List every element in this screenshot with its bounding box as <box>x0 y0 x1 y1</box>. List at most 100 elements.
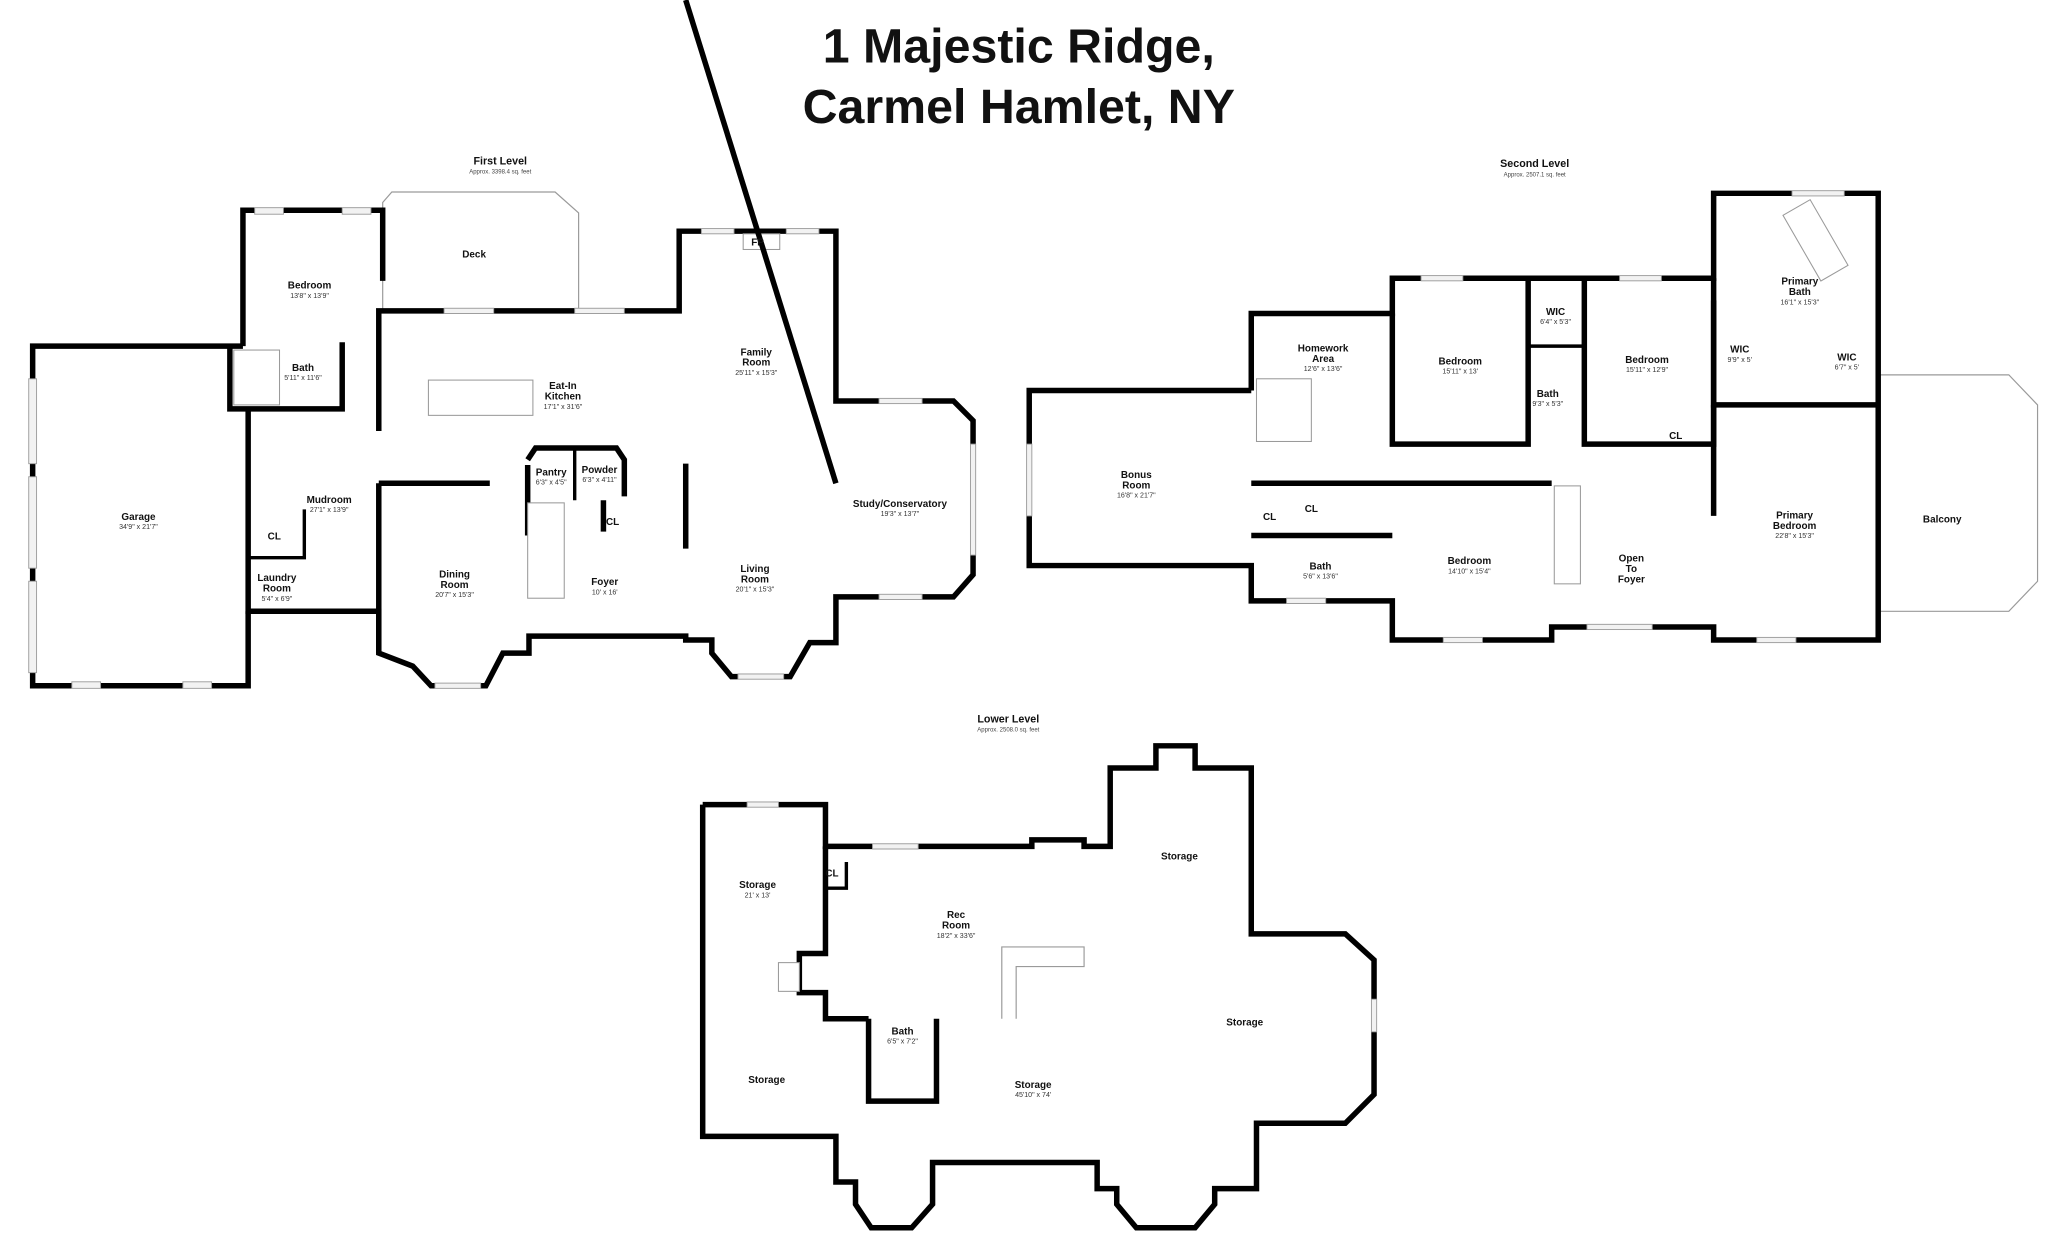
stairs <box>777 962 800 992</box>
living-wall <box>683 0 839 485</box>
bar-counter <box>1001 946 1085 1019</box>
level-area: Approx. 3398.4 sq. feet <box>469 170 531 176</box>
room-name: Room <box>263 584 291 595</box>
level-title: Second Level <box>1500 158 1569 170</box>
room-dimensions: 9'9" x 5' <box>1728 357 1752 364</box>
room-name: WIC <box>1546 307 1565 318</box>
room-name: Room <box>440 580 468 591</box>
window <box>28 378 38 465</box>
lower-bath-walls <box>865 1018 940 1104</box>
room-dimensions: 5'4" x 6'9" <box>261 596 292 603</box>
room-name: Living <box>740 564 769 575</box>
first-level-plan <box>28 0 977 689</box>
room-name: Open <box>1619 554 1644 565</box>
room-dimensions: 6'5" x 7'2" <box>887 1039 918 1046</box>
room-name: Rec <box>947 910 966 921</box>
kitchen-island <box>427 379 534 416</box>
level-title: Lower Level <box>977 713 1039 725</box>
room-name: Room <box>942 921 970 932</box>
room-name: Bedroom <box>1448 556 1492 567</box>
room-dimensions: 27'1" x 13'9" <box>310 507 349 514</box>
room-dimensions: 5'6" x 13'6" <box>1303 574 1338 581</box>
window <box>785 228 820 235</box>
stairs <box>1255 378 1312 443</box>
room-dimensions: 17'1" x 31'6" <box>544 404 583 411</box>
room-dimensions: 18'2" x 33'6" <box>937 933 976 940</box>
bath-walls <box>227 342 345 412</box>
room-dimensions: 6'3" x 4'11" <box>582 477 617 484</box>
room-dimensions: 15'11" x 12'9" <box>1626 367 1669 374</box>
room-name: CL <box>1669 431 1682 442</box>
room-dimensions: 13'8" x 13'9" <box>290 293 329 300</box>
room-name: CL <box>1263 512 1276 523</box>
room-name: Foyer <box>1618 575 1645 586</box>
lower-level-exterior-walls <box>699 743 1377 1231</box>
room-name: Pantry <box>536 467 567 478</box>
room-dimensions: 34'9" x 21'7" <box>119 524 158 531</box>
shower-fixture <box>233 349 281 406</box>
lower-level-plan <box>699 743 1378 1231</box>
room-name: Area <box>1312 354 1335 365</box>
room-name: Mudroom <box>307 495 352 506</box>
window <box>872 843 919 850</box>
room-name: CL <box>268 531 281 542</box>
room-name: Storage <box>1161 851 1198 862</box>
window <box>254 207 284 215</box>
room-dimensions: 14'10" x 15'4" <box>1448 568 1491 575</box>
room-dimensions: 22'8" x 15'3" <box>1775 533 1814 540</box>
room-name: Bath <box>1789 287 1811 298</box>
room-dimensions: 12'6" x 13'6" <box>1304 366 1343 373</box>
window <box>443 307 495 314</box>
window <box>182 681 213 689</box>
room-name: Dining <box>439 569 470 580</box>
room-name: Garage <box>121 512 156 523</box>
window <box>574 307 625 314</box>
laundry-walls <box>248 509 307 560</box>
window <box>1619 275 1662 282</box>
window <box>878 397 923 405</box>
room-name: Storage <box>1226 1017 1263 1028</box>
window <box>1026 443 1033 517</box>
window <box>1370 998 1378 1033</box>
room-name: Bath <box>292 363 314 374</box>
window <box>434 682 482 689</box>
window <box>878 593 923 600</box>
window <box>1586 623 1653 631</box>
room-name: Eat-In <box>549 381 577 392</box>
room-name: Primary <box>1776 511 1813 522</box>
room-name: Powder <box>582 465 618 476</box>
room-dimensions: 16'1" x 15'3" <box>1781 299 1820 306</box>
room-name: Bedroom <box>1625 355 1669 366</box>
bedroom-walls <box>240 207 386 347</box>
room-dimensions: 45'10" x 74' <box>1015 1092 1051 1099</box>
room-dimensions: 16'8" x 21'7" <box>1117 493 1156 500</box>
room-name: FP <box>751 238 764 249</box>
room-name: Study/Conservatory <box>853 499 948 510</box>
room-dimensions: 10' x 16' <box>592 589 618 596</box>
window <box>28 476 38 569</box>
room-name: CL <box>1305 504 1318 515</box>
room-dimensions: 25'11" x 15'3" <box>735 370 778 377</box>
window <box>969 443 977 556</box>
room-dimensions: 19'3" x 13'7" <box>881 511 920 518</box>
room-name: Bedroom <box>288 281 332 292</box>
window <box>28 580 38 674</box>
stairs <box>527 502 565 599</box>
room-name: Bath <box>892 1026 914 1037</box>
second-level-plan <box>1026 190 2039 644</box>
window <box>1791 190 1845 197</box>
room-name: Kitchen <box>545 392 581 403</box>
room-dimensions: 20'1" x 15'3" <box>736 587 775 594</box>
room-dimensions: 6'3" x 4'5" <box>536 480 567 487</box>
room-name: Primary <box>1781 277 1818 288</box>
room-dimensions: 6'7" x 5' <box>1835 365 1859 372</box>
bathtub <box>1782 198 1849 282</box>
room-name: WIC <box>1730 345 1749 356</box>
room-name: CL <box>606 517 619 528</box>
window <box>1756 636 1797 644</box>
room-name: Bonus <box>1121 470 1152 481</box>
stairs <box>1553 485 1581 585</box>
property-address-line1: 1 Majestic Ridge, <box>823 20 1215 74</box>
property-address-line2: Carmel Hamlet, NY <box>803 80 1235 134</box>
